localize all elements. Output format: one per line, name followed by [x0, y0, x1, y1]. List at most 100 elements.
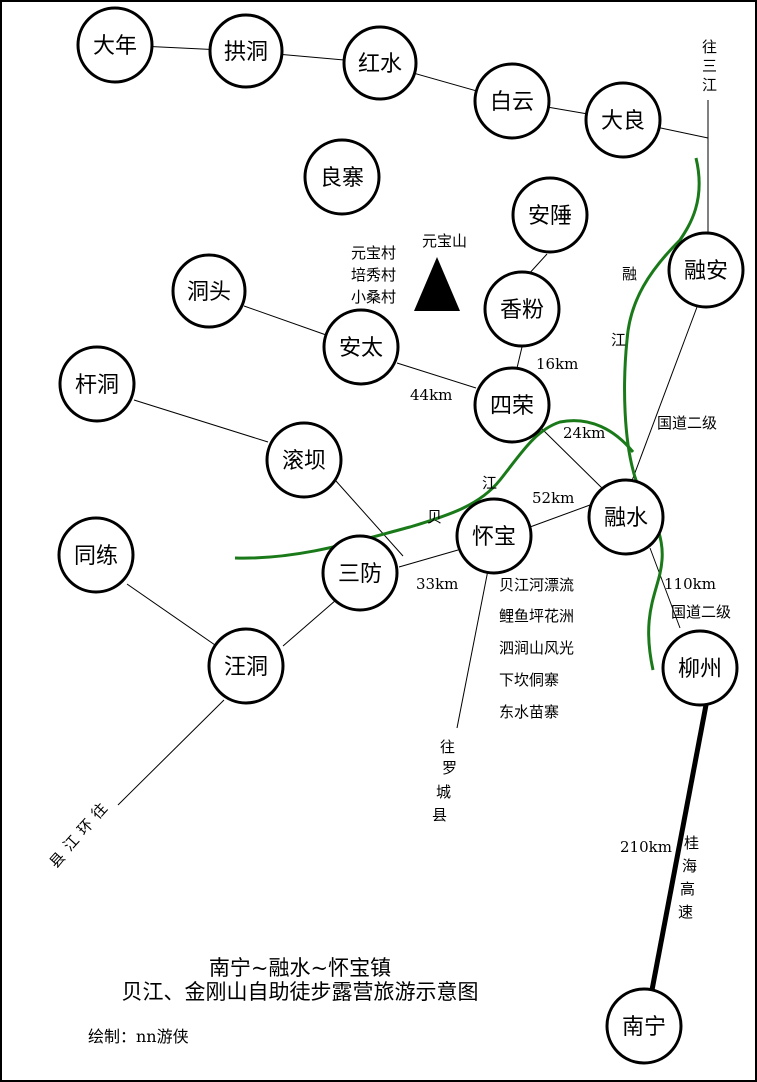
- rivers: [234, 157, 701, 671]
- road-sirong-rongshui: [540, 427, 607, 493]
- town-nanning: 南宁: [605, 987, 683, 1065]
- svg-text:汪洞: 汪洞: [224, 655, 268, 680]
- town-wangdong: 汪洞: [207, 627, 285, 705]
- town-rongan: 融安: [667, 231, 745, 309]
- svg-text:良寨: 良寨: [320, 166, 364, 191]
- distance-33km: 33km: [416, 575, 458, 593]
- guihai-char-4: 速: [678, 903, 693, 921]
- to-luocheng-char-2: 罗: [442, 759, 457, 777]
- road-dongtou-antai: [243, 305, 330, 337]
- town-liangzhai: 良寨: [303, 138, 381, 216]
- to-sanjiang-char-3: 江: [702, 76, 717, 94]
- town-huaibao: 怀宝: [455, 497, 533, 575]
- town-gongdong: 拱洞: [208, 13, 284, 89]
- town-hongshui: 红水: [342, 25, 418, 101]
- svg-text:杆洞: 杆洞: [75, 373, 119, 398]
- svg-text:香粉: 香粉: [500, 298, 544, 323]
- to-huanjiang-char-4: 县: [46, 848, 69, 871]
- svg-text:滚坝: 滚坝: [282, 449, 326, 474]
- distance-110km: 110km: [664, 575, 716, 593]
- road-sanfang-huaibao: [398, 549, 459, 568]
- svg-text:安太: 安太: [339, 336, 383, 361]
- svg-text:大年: 大年: [93, 34, 137, 59]
- to-sanjiang-label: 往 三 江: [702, 38, 717, 94]
- road-rongshui-liuzhou: [649, 547, 681, 629]
- map-title-line2: 贝江、金刚山自助徒步露营旅游示意图: [122, 980, 479, 1004]
- to-huanjiang-char-1: 往: [88, 799, 111, 822]
- town-antai: 安太: [322, 308, 400, 386]
- highway-liuzhou-nanning: [649, 704, 709, 991]
- map-title-line1: 南宁~融水~怀宝镇: [209, 956, 391, 980]
- bei-river-label-2: 江: [482, 474, 497, 492]
- map-labels: 往 三 江 元宝山 元宝村 培秀村 小桑村 融 江 贝 江 国道二级 国道二级 …: [46, 38, 731, 921]
- guihai-char-1: 桂: [684, 834, 699, 852]
- to-sanjiang-char-2: 三: [702, 57, 717, 75]
- national-road-label-1: 国道二级: [657, 414, 717, 432]
- town-xiangfen: 香粉: [483, 270, 561, 348]
- svg-text:洞头: 洞头: [187, 280, 231, 305]
- distance-24km: 24km: [563, 424, 605, 442]
- town-baiyun: 白云: [473, 62, 551, 140]
- svg-text:拱洞: 拱洞: [224, 40, 268, 65]
- town-anchui: 安陲: [511, 176, 589, 254]
- road-gandong-gunba: [133, 399, 269, 443]
- svg-text:大良: 大良: [601, 109, 645, 134]
- road-xiangfen-sirong: [516, 346, 523, 369]
- bei-river-label-1: 贝: [427, 508, 442, 526]
- attraction-2: 鲤鱼坪花洲: [499, 607, 574, 625]
- attraction-5: 东水苗寨: [499, 703, 559, 721]
- svg-text:同练: 同练: [74, 544, 118, 569]
- map-credit: 绘制：nn游侠: [88, 1027, 189, 1046]
- village-label-2: 培秀村: [351, 266, 396, 284]
- svg-text:红水: 红水: [358, 52, 402, 77]
- attraction-4: 下坎侗寨: [499, 671, 559, 689]
- svg-text:融安: 融安: [684, 259, 728, 284]
- town-danian: 大年: [76, 6, 154, 84]
- town-dongtou: 洞头: [171, 253, 247, 329]
- to-luocheng-char-4: 县: [432, 806, 447, 824]
- road-antai-sirong: [396, 362, 477, 389]
- town-daliang: 大良: [584, 81, 662, 159]
- mountain-icon: [414, 257, 460, 311]
- to-luocheng-char-1: 往: [440, 738, 455, 756]
- rong-river: [623, 157, 701, 671]
- town-rongshui: 融水: [587, 478, 665, 556]
- svg-text:柳州: 柳州: [678, 657, 722, 682]
- svg-text:四荣: 四荣: [490, 394, 534, 419]
- distance-16km: 16km: [536, 355, 578, 373]
- village-label-1: 元宝村: [351, 244, 396, 262]
- attraction-1: 贝江河漂流: [499, 576, 574, 594]
- national-road-label-2: 国道二级: [671, 603, 731, 621]
- distance-44km: 44km: [410, 386, 452, 404]
- road-to-luocheng: [456, 569, 489, 729]
- to-huanjiang-label: 往 环 江 县: [46, 799, 111, 871]
- guihai-highway-label: 桂 海 高 速: [678, 834, 699, 921]
- distance-52km: 52km: [532, 489, 574, 507]
- svg-text:白云: 白云: [490, 90, 534, 115]
- town-sanfang: 三防: [321, 534, 399, 612]
- guihai-char-3: 高: [680, 880, 695, 898]
- guihai-char-2: 海: [682, 857, 697, 875]
- road-rongan-rongshui: [629, 306, 698, 487]
- svg-text:融水: 融水: [604, 506, 648, 531]
- road-to-huanjiang: [117, 699, 225, 806]
- to-huanjiang-char-2: 环: [74, 815, 97, 838]
- town-tonglian: 同练: [57, 516, 135, 594]
- distance-210km: 210km: [620, 838, 672, 856]
- rong-river-label-1: 融: [622, 265, 637, 283]
- town-sirong: 四荣: [473, 366, 551, 444]
- to-luocheng-label: 往 罗 城 县: [432, 738, 457, 824]
- to-huanjiang-char-3: 江: [60, 831, 83, 854]
- rong-river-label-2: 江: [611, 331, 626, 349]
- road-gunba-sanfang: [335, 480, 404, 557]
- to-luocheng-char-3: 城: [436, 783, 451, 801]
- town-nodes: 大年 拱洞 红水 白云 大良 良寨 安陲 融安 洞头 安太 香粉 杆洞 四荣 滚…: [57, 6, 745, 1065]
- to-sanjiang-char-1: 往: [702, 38, 717, 56]
- yuanbaoshan-label: 元宝山: [422, 232, 467, 250]
- svg-text:三防: 三防: [338, 562, 382, 587]
- road-sanfang-wangdong: [282, 599, 337, 647]
- svg-text:安陲: 安陲: [528, 204, 572, 229]
- road-tonglian-wangdong: [126, 583, 216, 646]
